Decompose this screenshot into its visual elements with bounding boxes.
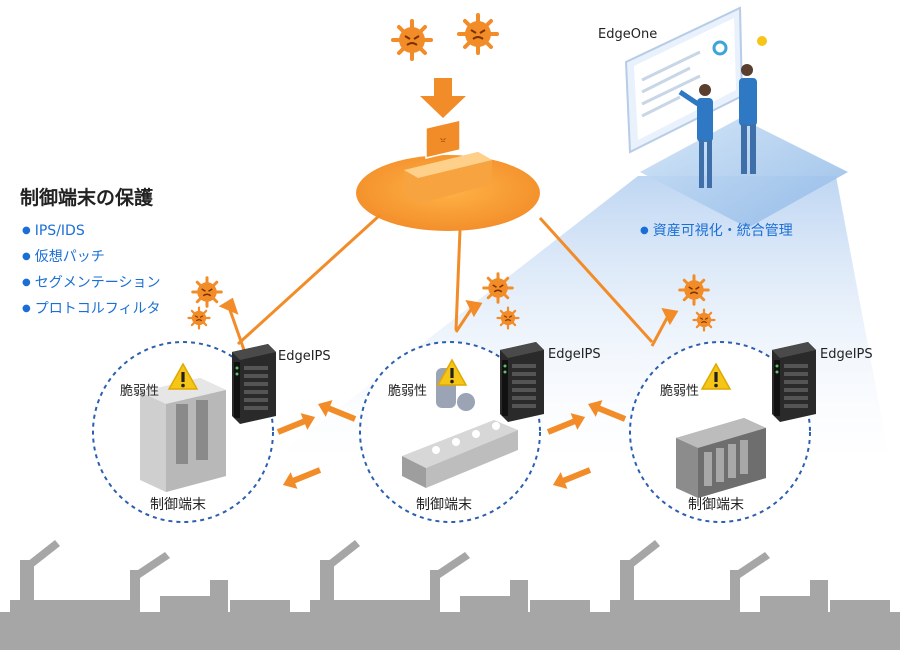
protection-feature-item: 仮想パッチ: [22, 244, 160, 270]
operator-icon: [678, 64, 757, 188]
edgeips-device-icon: [772, 342, 816, 422]
protection-feature-item: プロトコルフィルタ: [22, 296, 161, 322]
control-terminal-conveyor: [402, 368, 518, 488]
terminal-label: 制御端末: [150, 497, 206, 513]
vulnerability-label: 脆弱性: [120, 384, 160, 399]
monitor-screen-icon: [624, 6, 744, 154]
factory-silhouette: [0, 540, 900, 650]
vulnerability-label: 脆弱性: [660, 384, 700, 399]
virus-icon: [457, 13, 499, 55]
edgeips-label: EdgeIPS: [820, 347, 873, 362]
edgeone-label: EdgeOne: [598, 27, 658, 42]
edgeips-device-icon: [232, 344, 276, 424]
control-terminal-plc: [676, 418, 766, 498]
edgeips-device-icon: [500, 342, 544, 422]
vulnerability-label: 脆弱性: [388, 384, 428, 399]
protection-feature-item: IPS/IDS: [22, 218, 160, 244]
protection-feature-list: IPS/IDS 仮想パッチ セグメンテーション プロトコルフィルタ: [22, 218, 161, 322]
asset-management-label: 資産可視化・統合管理: [640, 220, 793, 240]
virus-icon: [391, 19, 433, 61]
edgeips-label: EdgeIPS: [278, 349, 331, 364]
terminal-label: 制御端末: [416, 497, 472, 513]
terminal-label: 制御端末: [688, 497, 744, 513]
protection-feature-item: セグメンテーション: [22, 270, 161, 296]
edgeips-label: EdgeIPS: [548, 347, 601, 362]
control-terminal-cabinet: [140, 378, 226, 492]
protection-title: 制御端末の保護: [20, 187, 154, 209]
